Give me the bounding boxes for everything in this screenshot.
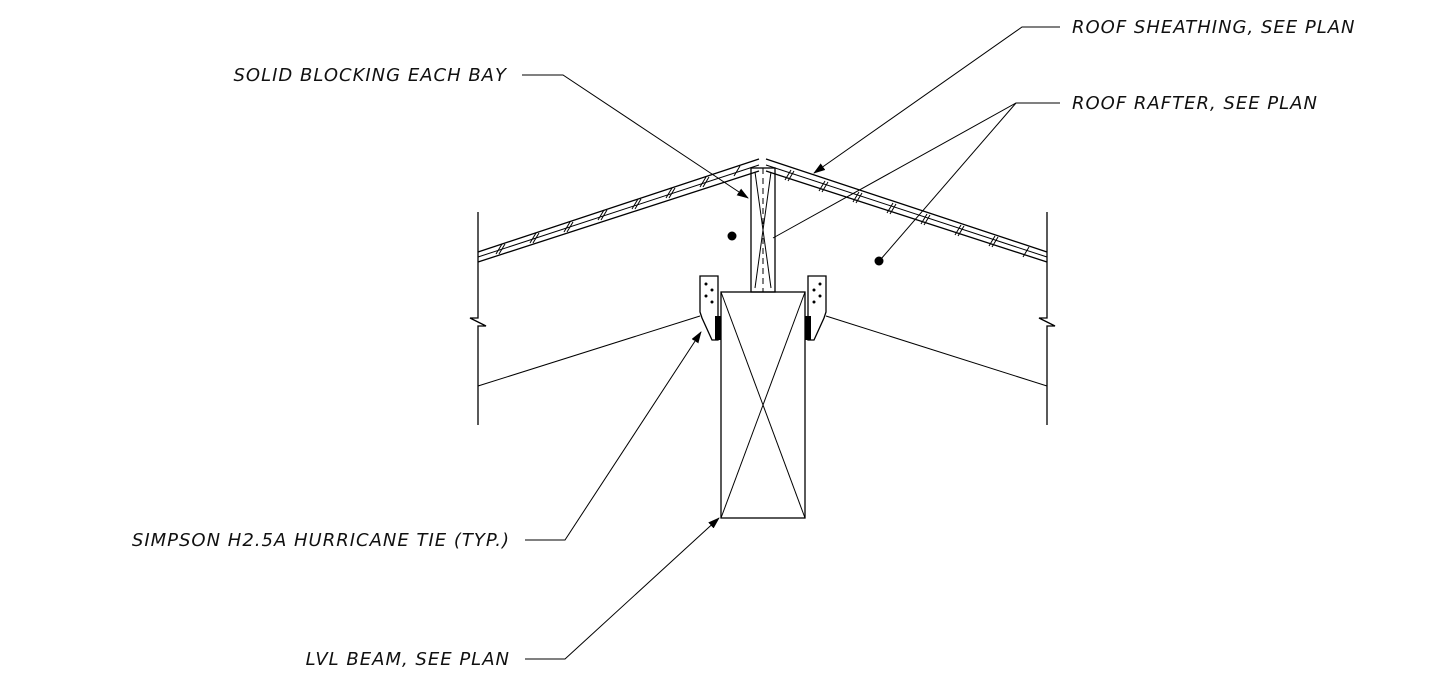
roof-sheathing-leader xyxy=(813,26,1060,174)
solid-blocking xyxy=(750,167,776,293)
lvl-beam xyxy=(720,291,806,519)
roof-sheathing-label: ROOF SHEATHING, SEE PLAN xyxy=(1072,17,1356,38)
right-wall-break-line xyxy=(1038,212,1056,425)
blocking-dot-marker xyxy=(727,231,737,241)
hurricane-tie-label: SIMPSON H2.5A HURRICANE TIE (TYP.) xyxy=(132,530,510,551)
left-rafter-bottom-line xyxy=(477,315,701,387)
right-hurricane-tie xyxy=(805,275,827,341)
lvl-beam-leader xyxy=(525,517,720,660)
lvl-beam-label: LVL BEAM, SEE PLAN xyxy=(306,649,510,670)
right-rafter-bottom-line xyxy=(825,315,1048,387)
left-wall-break-line xyxy=(469,212,487,425)
roof-rafter-label: ROOF RAFTER, SEE PLAN xyxy=(1072,93,1318,114)
left-roof-sheathing xyxy=(477,158,760,263)
right-roof-sheathing xyxy=(765,158,1048,263)
roof-rafter-leader-2 xyxy=(880,102,1017,260)
hurricane-tie-leader xyxy=(525,331,702,541)
left-hurricane-tie xyxy=(699,275,721,341)
solid-blocking-leader xyxy=(522,74,749,199)
solid-blocking-label: SOLID BLOCKING EACH BAY xyxy=(234,65,508,86)
